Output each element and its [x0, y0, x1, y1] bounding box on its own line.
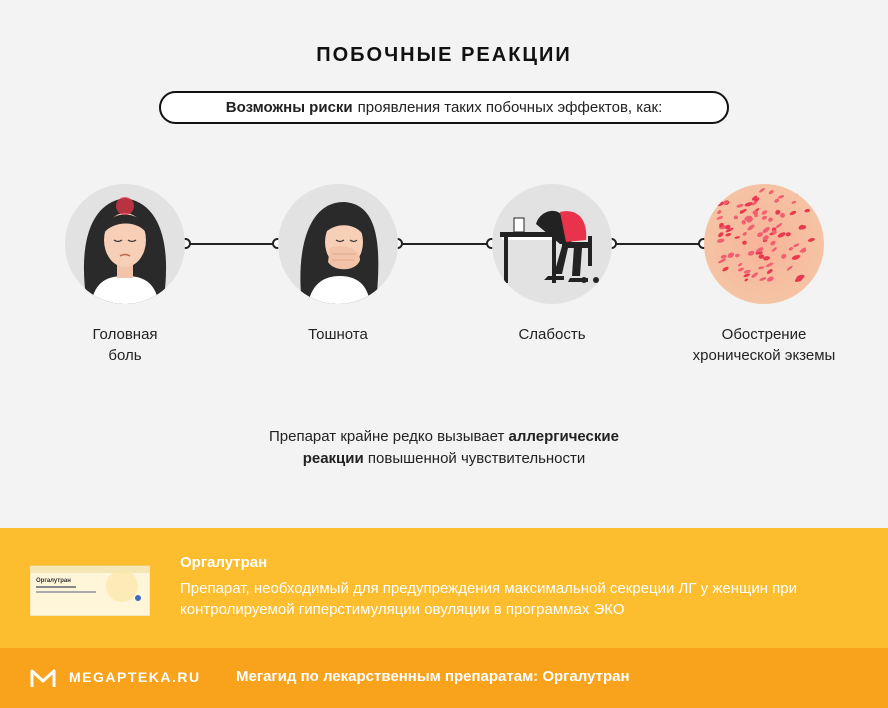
intro-bold: Возможны риски [225, 99, 353, 116]
rash-spot [727, 252, 735, 258]
rash-spot [758, 266, 765, 270]
rash-spot [774, 198, 780, 203]
megapteka-logo-text[interactable]: MEGAPTEKA.RU [69, 669, 201, 685]
rash-spot [725, 224, 731, 230]
effect-label-eczema: Обострение хронической экземы [692, 326, 836, 364]
rash-spot [720, 254, 727, 259]
rash-spot [738, 262, 743, 267]
rash-spot [725, 227, 734, 233]
rash-spot [759, 277, 767, 281]
rash-spot [766, 276, 774, 282]
rash-spot [717, 210, 722, 214]
connector-line-3 [616, 243, 704, 245]
megapteka-logo-icon[interactable] [30, 667, 56, 689]
rash-spot [747, 250, 755, 256]
rash-spot [737, 267, 744, 272]
rash-spot [761, 210, 768, 215]
rash-spot [736, 203, 744, 208]
rash-spot [762, 235, 769, 241]
rash-spot [751, 272, 759, 278]
rash-spot [735, 253, 740, 258]
rash-spot [798, 224, 805, 230]
effect-label-weakness: Слабость [518, 326, 586, 343]
effect-label-nausea: Тошнота [308, 326, 368, 343]
allergy-note: Препарат крайне редко вызывает аллергиче… [269, 428, 619, 467]
rash-spot [765, 262, 774, 267]
nausea-illustration [278, 184, 398, 304]
rash-spot [786, 265, 793, 271]
rash-spot [768, 190, 774, 195]
rash-spot [768, 217, 773, 222]
rash-spot [718, 232, 724, 238]
promo-drug-name[interactable]: Оргалутран [180, 554, 268, 571]
rash-spot [781, 253, 787, 259]
eczema-illustration [704, 184, 824, 304]
connector-line-2 [402, 243, 492, 245]
rash-spot [789, 210, 797, 216]
rash-spot [743, 273, 751, 278]
rash-spot [788, 247, 794, 251]
drug-box-image: Оргалутран [29, 564, 151, 617]
rash-spot [722, 266, 729, 272]
intro-text: проявления таких побочных эффектов, как: [357, 99, 663, 116]
rash-spot [778, 195, 785, 199]
headache-illustration [65, 184, 185, 304]
weakness-illustration [492, 184, 612, 304]
rash-spot [744, 278, 749, 282]
rash-spot [780, 212, 785, 218]
rash-spot [762, 226, 770, 234]
rash-spot [793, 243, 800, 248]
rash-spot [733, 215, 738, 220]
rash-spot [761, 215, 767, 220]
rash-spot [775, 209, 781, 215]
rash-spot [719, 222, 724, 228]
rash-spot [755, 247, 764, 254]
rash-spot [785, 232, 791, 237]
rash-spot [772, 229, 777, 235]
rash-spot [807, 237, 815, 242]
rash-spot [770, 240, 776, 246]
rash-spot [766, 269, 773, 274]
footer-guide-link[interactable]: Мегагид по лекарственным препаратам: Орг… [236, 668, 630, 685]
rash-spot [757, 232, 764, 237]
rash-spot [742, 232, 747, 236]
rash-spot [759, 187, 765, 193]
rash-spot [763, 256, 770, 261]
svg-text:Оргалутран: Оргалутран [36, 578, 71, 584]
page-title: ПОБОЧНЫЕ РЕАКЦИИ [316, 44, 572, 66]
rash-spot [799, 247, 806, 253]
rash-spot [751, 201, 757, 206]
rash-spot [754, 197, 760, 203]
rash-spot [775, 223, 783, 229]
promo-banner: Оргалутран Оргалутран Препарат, необходи… [0, 528, 888, 648]
rash-spot [717, 238, 725, 243]
rash-spot [723, 200, 728, 205]
rash-spot [739, 210, 744, 214]
rash-spot [718, 258, 727, 264]
rash-spot [791, 255, 800, 260]
rash-spot [755, 251, 764, 255]
effect-label-headache: Головная боль [92, 326, 158, 364]
intro-pill: Возможны риски проявления таких побочных… [159, 91, 729, 124]
footer-bar: MEGAPTEKA.RU Мегагид по лекарственным пр… [0, 648, 888, 708]
rash-spot [744, 202, 753, 207]
rash-spot [777, 232, 786, 238]
rash-spot [804, 208, 811, 213]
rash-spot [747, 224, 755, 231]
connector-line-1 [190, 243, 278, 245]
rash-spot [741, 220, 746, 225]
rash-spot [725, 233, 732, 237]
rash-spot [758, 254, 765, 259]
rash-spot [742, 240, 747, 245]
rash-spot [752, 210, 759, 215]
rash-spot [716, 216, 724, 220]
rash-spot [794, 276, 803, 283]
rash-spot [734, 236, 740, 239]
rash-spot [744, 215, 753, 221]
rash-spot [791, 200, 797, 204]
rash-spot [743, 269, 751, 274]
rash-spot [771, 247, 777, 252]
promo-description: Препарат, необходимый для предупреждения… [180, 580, 797, 618]
rash-spot [751, 195, 758, 201]
